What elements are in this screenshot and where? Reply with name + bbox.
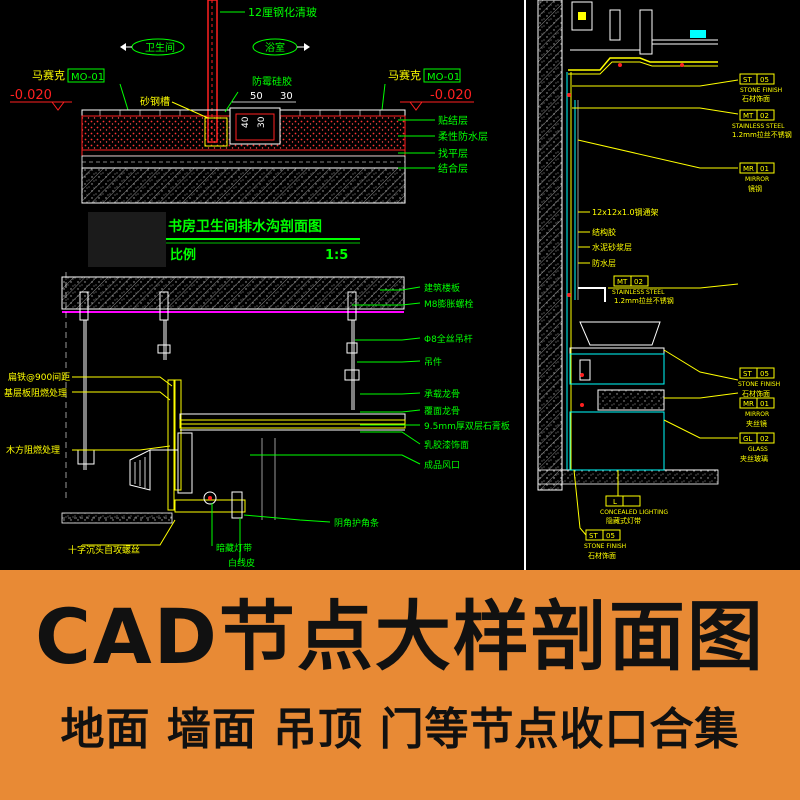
layer-label-3: 结合层 [438,162,468,175]
svg-text:MIRROR: MIRROR [745,411,769,418]
svg-text:STAINLESS STEEL: STAINLESS STEEL [732,123,785,130]
material-tag-8: ST 05 STONE FINISH 石材饰面 [584,529,626,560]
ceiling-label-2: Φ8全丝吊杆 [424,333,473,345]
svg-text:GLASS: GLASS [748,446,768,453]
ceiling-label-9: 阴角护角条 [334,517,379,529]
wall-layer-2: 水泥砂浆层 [592,242,632,252]
svg-text:STAINLESS STEEL: STAINLESS STEEL [612,289,665,296]
banner: CAD节点大样剖面图 地面 墙面 吊顶 门等节点收口合集 [0,570,800,800]
svg-text:夹丝玻璃: 夹丝玻璃 [740,454,768,463]
material-tag-3: MT 02 STAINLESS STEEL 1.2mm拉丝不锈钢 [612,275,674,305]
material-tag-5: MR 01 MIRROR 夹丝镜 [739,397,775,428]
svg-text:石材饰面: 石材饰面 [742,389,770,398]
svg-text:01: 01 [760,400,769,408]
svg-text:05: 05 [760,370,769,378]
svg-text:MR: MR [743,400,754,408]
cad-drawing: 12厘钢化清玻 卫生间 浴室 马赛克 MO-01 -0.020 马赛克 [4,0,792,570]
svg-text:ST: ST [589,532,598,540]
glass-label: 12厘钢化清玻 [248,5,317,19]
svg-text:CONCEALED LIGHTING: CONCEALED LIGHTING [600,509,668,516]
floor-label-left: 马赛克 [32,68,65,82]
ceiling-label-8: 成品风口 [424,459,460,471]
svg-text:ST: ST [743,76,752,84]
svg-text:STONE FINISH: STONE FINISH [740,87,782,94]
svg-text:05: 05 [760,76,769,84]
wall-layer-3: 防水层 [592,258,616,268]
scale-value: 1:5 [325,248,348,263]
svg-text:02: 02 [760,435,769,443]
banner-title: CAD节点大样剖面图 [35,592,765,681]
svg-text:02: 02 [634,278,643,286]
title-block: 书房卫生间排水沟剖面图 比例 1:5 [88,212,360,267]
svg-text:STONE FINISH: STONE FINISH [738,381,780,388]
ceiling-label-11: 白线皮 [228,557,255,569]
wall-layer-1: 结构胶 [592,227,616,237]
ceiling-section: 建筑楼板 M8膨胀螺栓 Φ8全丝吊杆 吊件 承载龙骨 覆面龙骨 9.5mm厚双层… [4,272,510,569]
dim-30: 30 [280,91,293,102]
material-tag-1: MT 02 STAINLESS STEEL 1.2mm拉丝不锈钢 [732,109,792,139]
ceiling-left-label-2: 木方阻燃处理 [6,444,60,456]
stone-label: 砂钢槽 [140,95,170,108]
dim-50: 50 [250,91,263,102]
ceiling-label-6: 9.5mm厚双层石膏板 [424,420,510,432]
svg-text:MIRROR: MIRROR [745,176,769,183]
svg-text:05: 05 [606,532,615,540]
svg-text:ST: ST [743,370,752,378]
level-left: -0.020 [10,88,52,103]
layer-label-1: 柔性防水层 [438,130,488,143]
banner-subtitle: 地面 墙面 吊顶 门等节点收口合集 [60,704,740,755]
svg-text:01: 01 [760,165,769,173]
svg-text:镜钢: 镜钢 [748,184,762,193]
ceiling-label-5: 覆面龙骨 [424,405,460,417]
ceiling-label-0: 建筑楼板 [424,282,460,294]
room-left-label: 卫生间 [145,41,175,54]
svg-text:1.2mm拉丝不锈钢: 1.2mm拉丝不锈钢 [614,296,674,305]
dim-30b: 30 [257,116,267,128]
scale-label: 比例 [170,247,196,263]
svg-text:MR: MR [743,165,754,173]
ceiling-bottom-label: 十字沉头自攻螺丝 [68,544,140,556]
wall-section: 12x12x1.0钢通架 结构胶 水泥砂浆层 防水层 ST 05 STONE F… [524,0,792,570]
ceiling-label-1: M8膨胀螺栓 [424,298,474,310]
sealant-label: 防霉硅胶 [252,75,292,88]
ceiling-label-4: 承载龙骨 [424,388,460,400]
ceiling-left-label-1: 基层板阻燃处理 [4,387,67,399]
material-tag-7: L CONCEALED LIGHTING 隐藏式灯带 [600,495,668,525]
material-tag-6: GL 02 GLASS 夹丝玻璃 [739,432,775,463]
layer-label-0: 贴结层 [438,114,468,127]
svg-text:石材饰面: 石材饰面 [588,551,616,560]
material-tag-2: MR 01 MIRROR 镜钢 [739,162,775,193]
svg-text:石材饰面: 石材饰面 [742,94,770,103]
svg-text:MT: MT [743,112,754,120]
level-right: -0.020 [430,88,472,103]
material-tag-4: ST 05 STONE FINISH 石材饰面 [738,367,780,398]
ceiling-label-7: 乳胶漆饰面 [424,439,469,451]
svg-text:MT: MT [617,278,628,286]
floor-label-right: 马赛克 [388,68,421,82]
floor-drain-section: 12厘钢化清玻 卫生间 浴室 马赛克 MO-01 -0.020 马赛克 [10,0,488,204]
svg-text:GL: GL [743,435,752,443]
svg-text:L: L [613,498,617,506]
ceiling-left-label-0: 扁铁@900间距 [8,371,70,383]
material-tag-0: ST 05 STONE FINISH 石材饰面 [739,73,782,103]
wall-layer-0: 12x12x1.0钢通架 [592,207,659,217]
tag-left: MO-01 [71,72,104,83]
svg-text:隐藏式灯带: 隐藏式灯带 [606,516,641,525]
drawing-title: 书房卫生间排水沟剖面图 [168,218,322,235]
svg-text:STONE FINISH: STONE FINISH [584,543,626,550]
tag-right: MO-01 [427,72,460,83]
svg-text:02: 02 [760,112,769,120]
ceiling-label-10: 暗藏灯带 [216,542,252,554]
dim-40: 40 [241,116,251,128]
svg-text:1.2mm拉丝不锈钢: 1.2mm拉丝不锈钢 [732,130,792,139]
svg-text:夹丝镜: 夹丝镜 [746,419,767,428]
layer-label-2: 找平层 [438,147,468,160]
cad-drawing-panel: 12厘钢化清玻 卫生间 浴室 马赛克 MO-01 -0.020 马赛克 [0,0,800,570]
room-right-label: 浴室 [265,41,285,54]
ceiling-label-3: 吊件 [424,356,442,368]
